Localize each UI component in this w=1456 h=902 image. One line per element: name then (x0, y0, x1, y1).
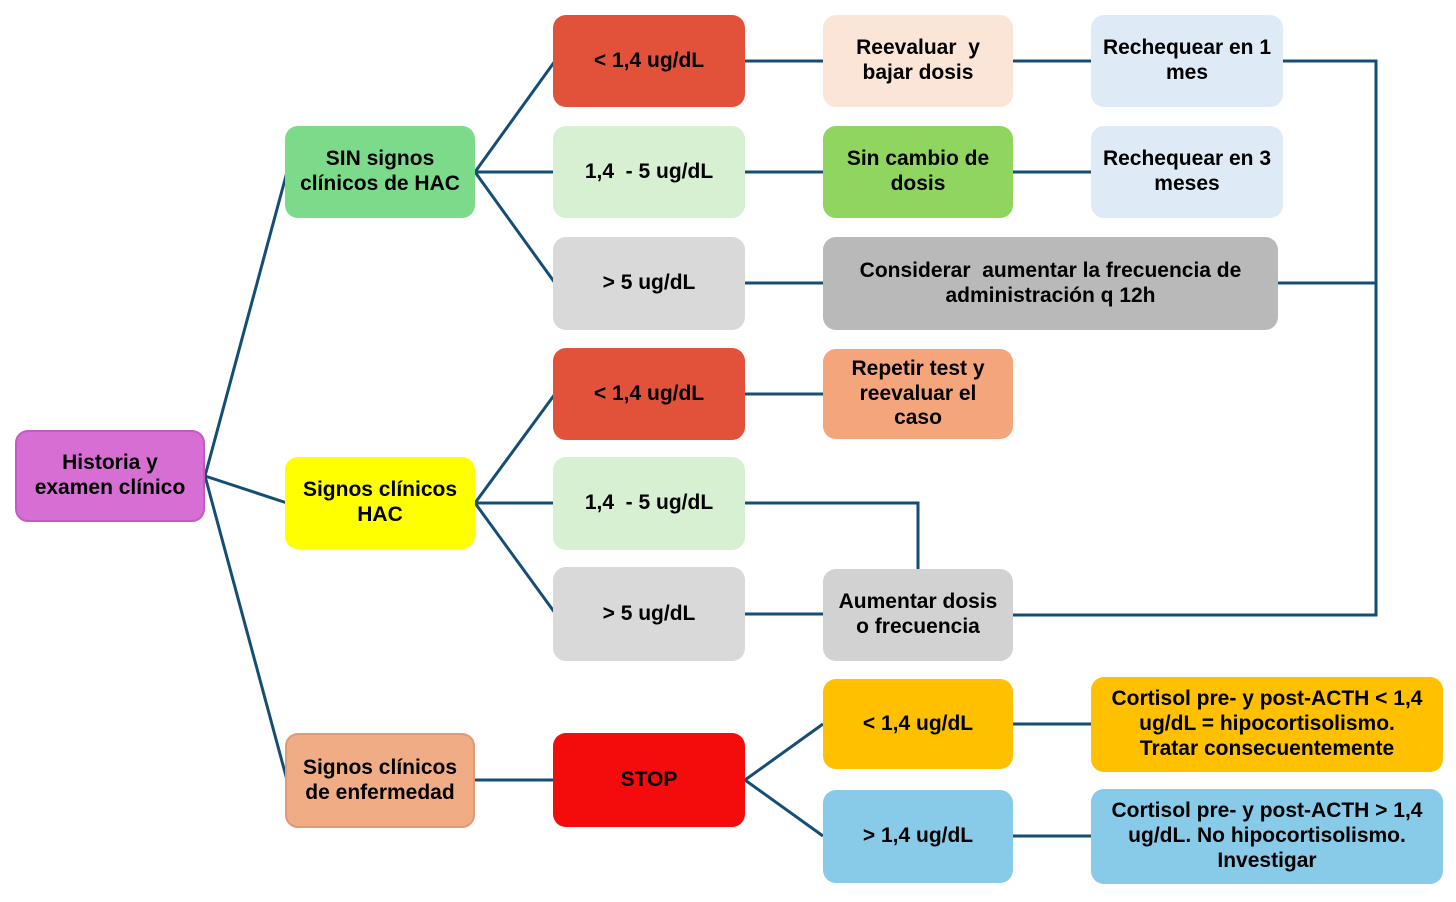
node-signos-gt-5: > 5 ug/dL (553, 567, 745, 661)
node-aumentar-dosis-frecuencia: Aumentar dosis o frecuencia (823, 569, 1013, 661)
connector-sin-signos-to-lt14 (473, 60, 557, 173)
node-nosignos-1-4-to-5: 1,4 - 5 ug/dL (553, 126, 745, 218)
node-sin-signos-clinicos-hac: SIN signos clínicos de HAC (285, 126, 475, 218)
node-rechequear-1-mes: Rechequear en 1 mes (1091, 15, 1283, 107)
connector-signos-hac-to-gt5 (473, 502, 557, 614)
node-nosignos-gt-5: > 5 ug/dL (553, 237, 745, 330)
connector-sin-signos-to-gt5 (473, 171, 557, 284)
node-considerar-aumentar-frecuencia: Considerar aumentar la frecuencia de adm… (823, 237, 1278, 330)
node-enfermedad-gt-1-4: > 1,4 ug/dL (823, 790, 1013, 883)
node-enfermedad-lt-1-4: < 1,4 ug/dL (823, 679, 1013, 769)
connector-historia-to-signos-hac (204, 474, 288, 505)
connector-historia-to-sin-signos (203, 171, 289, 477)
node-signos-lt-1-4: < 1,4 ug/dL (553, 348, 745, 440)
connector-loopback-line (1013, 59, 1378, 617)
node-repetir-test-reevaluar: Repetir test y reevaluar el caso (823, 349, 1013, 439)
node-stop: STOP (553, 733, 745, 827)
node-cortisol-no-hipocortisolismo: Cortisol pre- y post-ACTH > 1,4 ug/dL. N… (1091, 789, 1443, 884)
node-historia-examen-clinico: Historia y examen clínico (15, 430, 205, 522)
node-cortisol-hipocortisolismo: Cortisol pre- y post-ACTH < 1,4 ug/dL = … (1091, 677, 1443, 772)
node-signos-1-4-to-5: 1,4 - 5 ug/dL (553, 457, 745, 550)
node-signos-clinicos-hac: Signos clínicos HAC (285, 457, 475, 549)
node-reevaluar-bajar-dosis: Reevaluar y bajar dosis (823, 15, 1013, 107)
node-nosignos-lt-1-4: < 1,4 ug/dL (553, 15, 745, 107)
connector-signos-hac-to-lt14 (473, 393, 557, 504)
connector-stop-to-gt14 (744, 778, 824, 838)
node-sin-cambio-dosis: Sin cambio de dosis (823, 126, 1013, 218)
node-signos-clinicos-enfermedad: Signos clínicos de enfermedad (285, 733, 475, 828)
connector-historia-to-signos-enfermedad (203, 475, 289, 781)
connector-mid-to-aumentar-elbow (745, 501, 920, 569)
node-rechequear-3-meses: Rechequear en 3 meses (1091, 126, 1283, 218)
connector-stop-to-lt14 (744, 722, 824, 782)
